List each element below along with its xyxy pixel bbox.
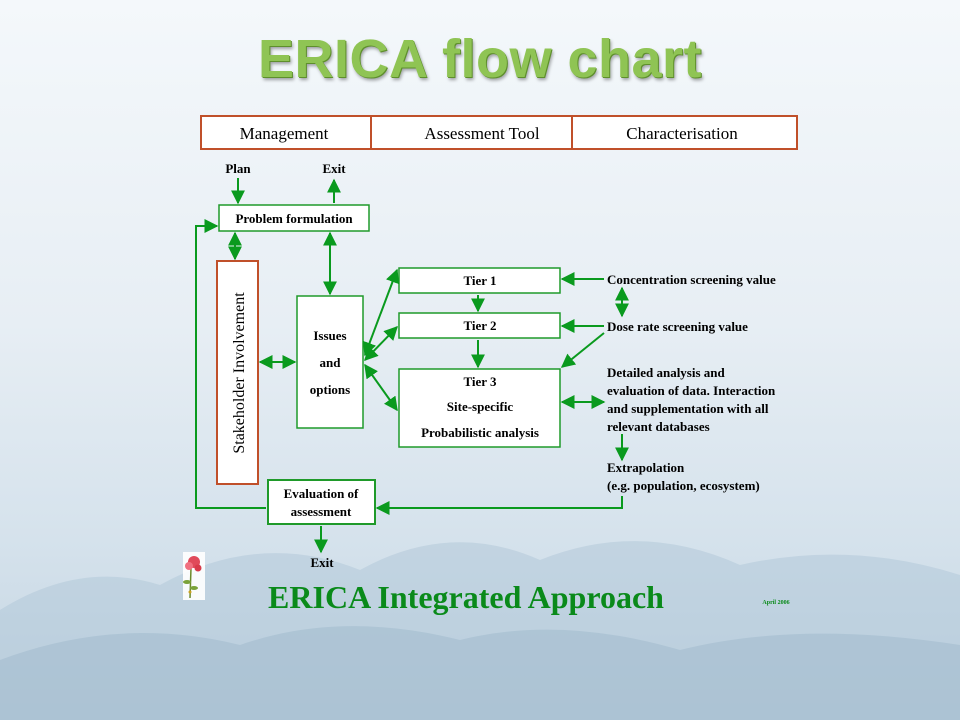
tier3-line-1: Tier 3 bbox=[463, 374, 497, 389]
detailed-line-1: Detailed analysis and bbox=[607, 365, 726, 380]
exit-bottom-label: Exit bbox=[310, 555, 334, 570]
tier3-line-3: Probabilistic analysis bbox=[421, 425, 539, 440]
flower-logo-icon bbox=[183, 552, 205, 600]
header-characterisation: Characterisation bbox=[626, 124, 738, 143]
concentration-label: Concentration screening value bbox=[607, 272, 776, 287]
issues-line-3: options bbox=[310, 382, 350, 397]
header-bar: Management Assessment Tool Characterisat… bbox=[200, 115, 798, 150]
evaluation-line-1: Evaluation of bbox=[284, 486, 359, 501]
detailed-line-2: evaluation of data. Interaction bbox=[607, 383, 776, 398]
exit-top-label: Exit bbox=[322, 161, 346, 176]
extrapolation-line-1: Extrapolation bbox=[607, 460, 685, 475]
issues-line-2: and bbox=[320, 355, 342, 370]
stakeholder-box bbox=[216, 260, 259, 485]
tier2-box bbox=[398, 312, 561, 339]
header-management: Management bbox=[240, 124, 329, 143]
tier2-label: Tier 2 bbox=[463, 318, 496, 333]
stakeholder-label: Stakeholder Involvement bbox=[231, 292, 248, 454]
tier1-box bbox=[398, 267, 561, 294]
problem-formulation-label: Problem formulation bbox=[235, 211, 353, 226]
tier3-line-2: Site-specific bbox=[447, 399, 514, 414]
slide-title: ERICA flow chart bbox=[257, 29, 703, 89]
evaluation-box bbox=[267, 479, 376, 525]
evaluation-line-2: assessment bbox=[291, 504, 352, 519]
problem-formulation-box bbox=[218, 204, 370, 232]
date-label: April 2006 bbox=[762, 600, 789, 606]
issues-box bbox=[296, 295, 364, 429]
plan-label: Plan bbox=[225, 161, 251, 176]
dose-rate-label: Dose rate screening value bbox=[607, 319, 748, 334]
extrapolation-line-2: (e.g. population, ecosystem) bbox=[607, 478, 760, 493]
connectors bbox=[195, 178, 629, 554]
detailed-line-4: relevant databases bbox=[607, 419, 710, 434]
integrated-approach-title: ERICA Integrated Approach bbox=[268, 579, 664, 615]
header-assessment-tool: Assessment Tool bbox=[424, 124, 539, 143]
tier3-box bbox=[398, 368, 561, 448]
issues-line-1: Issues bbox=[313, 328, 346, 343]
tier1-label: Tier 1 bbox=[463, 273, 496, 288]
detailed-line-3: and supplementation with all bbox=[607, 401, 769, 416]
